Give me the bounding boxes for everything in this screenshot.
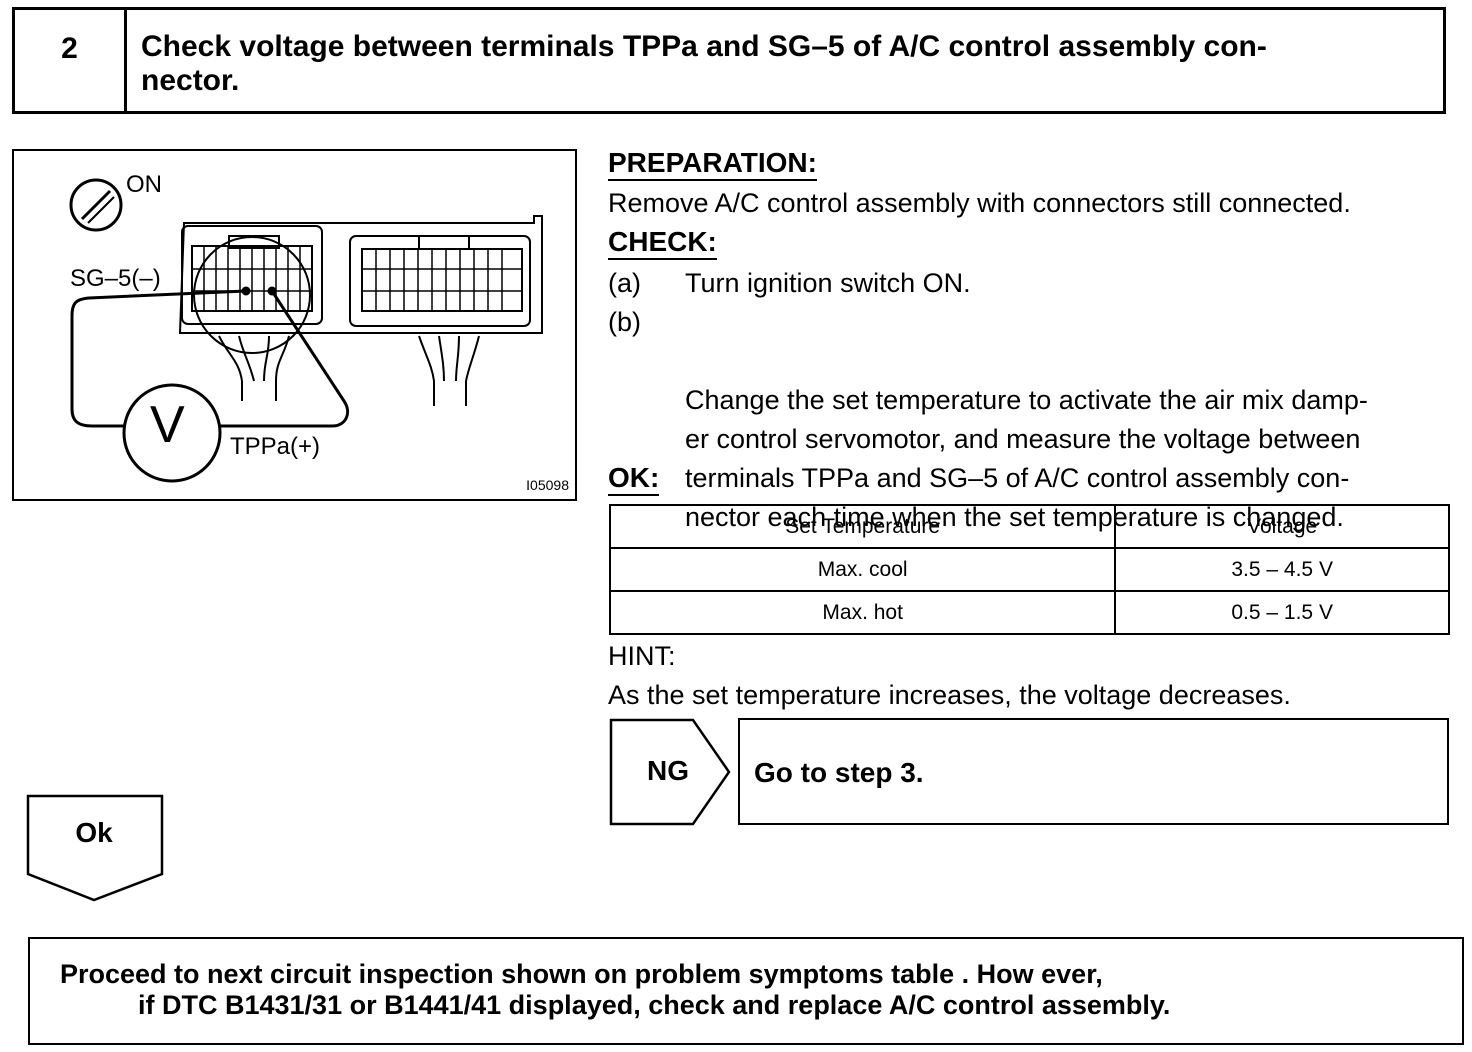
connector-housing-right xyxy=(349,235,531,327)
connector-housing-left xyxy=(178,215,543,354)
step-number: 2 xyxy=(15,10,127,111)
voltmeter-icon xyxy=(122,383,222,483)
step-letter: (b) xyxy=(608,307,641,337)
table-cell: 3.5 – 4.5 V xyxy=(1114,547,1450,592)
table-header: Voltage xyxy=(1114,504,1450,549)
check-heading: CHECK: xyxy=(608,226,717,260)
check-section: CHECK: xyxy=(608,226,717,260)
ignition-switch-icon xyxy=(69,178,123,232)
final-line-1: Proceed to next circuit inspection shown… xyxy=(60,959,1103,989)
hint-heading: HINT: xyxy=(608,641,676,671)
check-step: (a) Turn ignition switch ON. xyxy=(608,264,1453,303)
preparation-text: Remove A/C control assembly with connect… xyxy=(608,188,1351,218)
ok-label: Ok xyxy=(75,817,113,848)
check-step: (b) Change the set temperature to activa… xyxy=(608,303,1453,537)
table-header-row: Set Temperature Voltage xyxy=(608,504,1450,549)
test-leads xyxy=(70,286,349,428)
preparation-heading: PREPARATION: xyxy=(608,147,817,181)
ok-heading: OK: xyxy=(608,462,660,496)
label-voltmeter: V xyxy=(150,396,185,454)
step-text: Turn ignition switch ON. xyxy=(685,268,971,298)
spec-table: Set Temperature Voltage Max. cool 3.5 – … xyxy=(608,504,1450,635)
final-line-2: if DTC B1431/31 or B1441/41 displayed, c… xyxy=(138,990,1171,1020)
table-cell: Max. cool xyxy=(608,547,1117,592)
connector-diagram: ON SG–5(–) V TPPa(+) I05098 xyxy=(12,149,577,501)
check-steps: (a) Turn ignition switch ON. (b) Change … xyxy=(608,264,1453,537)
table-header: Set Temperature xyxy=(608,504,1117,549)
ok-section: OK: xyxy=(608,462,660,496)
label-on: ON xyxy=(126,171,162,198)
ng-label: NG xyxy=(647,755,689,786)
table-cell: 0.5 – 1.5 V xyxy=(1114,590,1450,635)
table-row: Max. cool 3.5 – 4.5 V xyxy=(608,547,1450,592)
hint-text: As the set temperature increases, the vo… xyxy=(608,680,1291,710)
wire-harness xyxy=(218,335,480,406)
step-title: Check voltage between terminals TPPa and… xyxy=(141,30,1267,97)
connector-drawing xyxy=(69,178,543,483)
preparation-section: PREPARATION: xyxy=(608,147,817,181)
label-sg5: SG–5(–) xyxy=(70,265,161,293)
step-letter: (a) xyxy=(608,268,641,298)
ng-arrow-icon xyxy=(609,718,731,826)
table-row: Max. hot 0.5 – 1.5 V xyxy=(608,590,1450,635)
ng-result: Go to step 3. xyxy=(738,718,1449,825)
label-tppa: TPPa(+) xyxy=(230,433,321,460)
final-instruction: Proceed to next circuit inspection shown… xyxy=(28,937,1464,1045)
ok-arrow-icon xyxy=(26,794,164,902)
step-header: 2 Check voltage between terminals TPPa a… xyxy=(12,7,1446,114)
table-cell: Max. hot xyxy=(608,590,1117,635)
figure-code: I05098 xyxy=(526,477,569,493)
